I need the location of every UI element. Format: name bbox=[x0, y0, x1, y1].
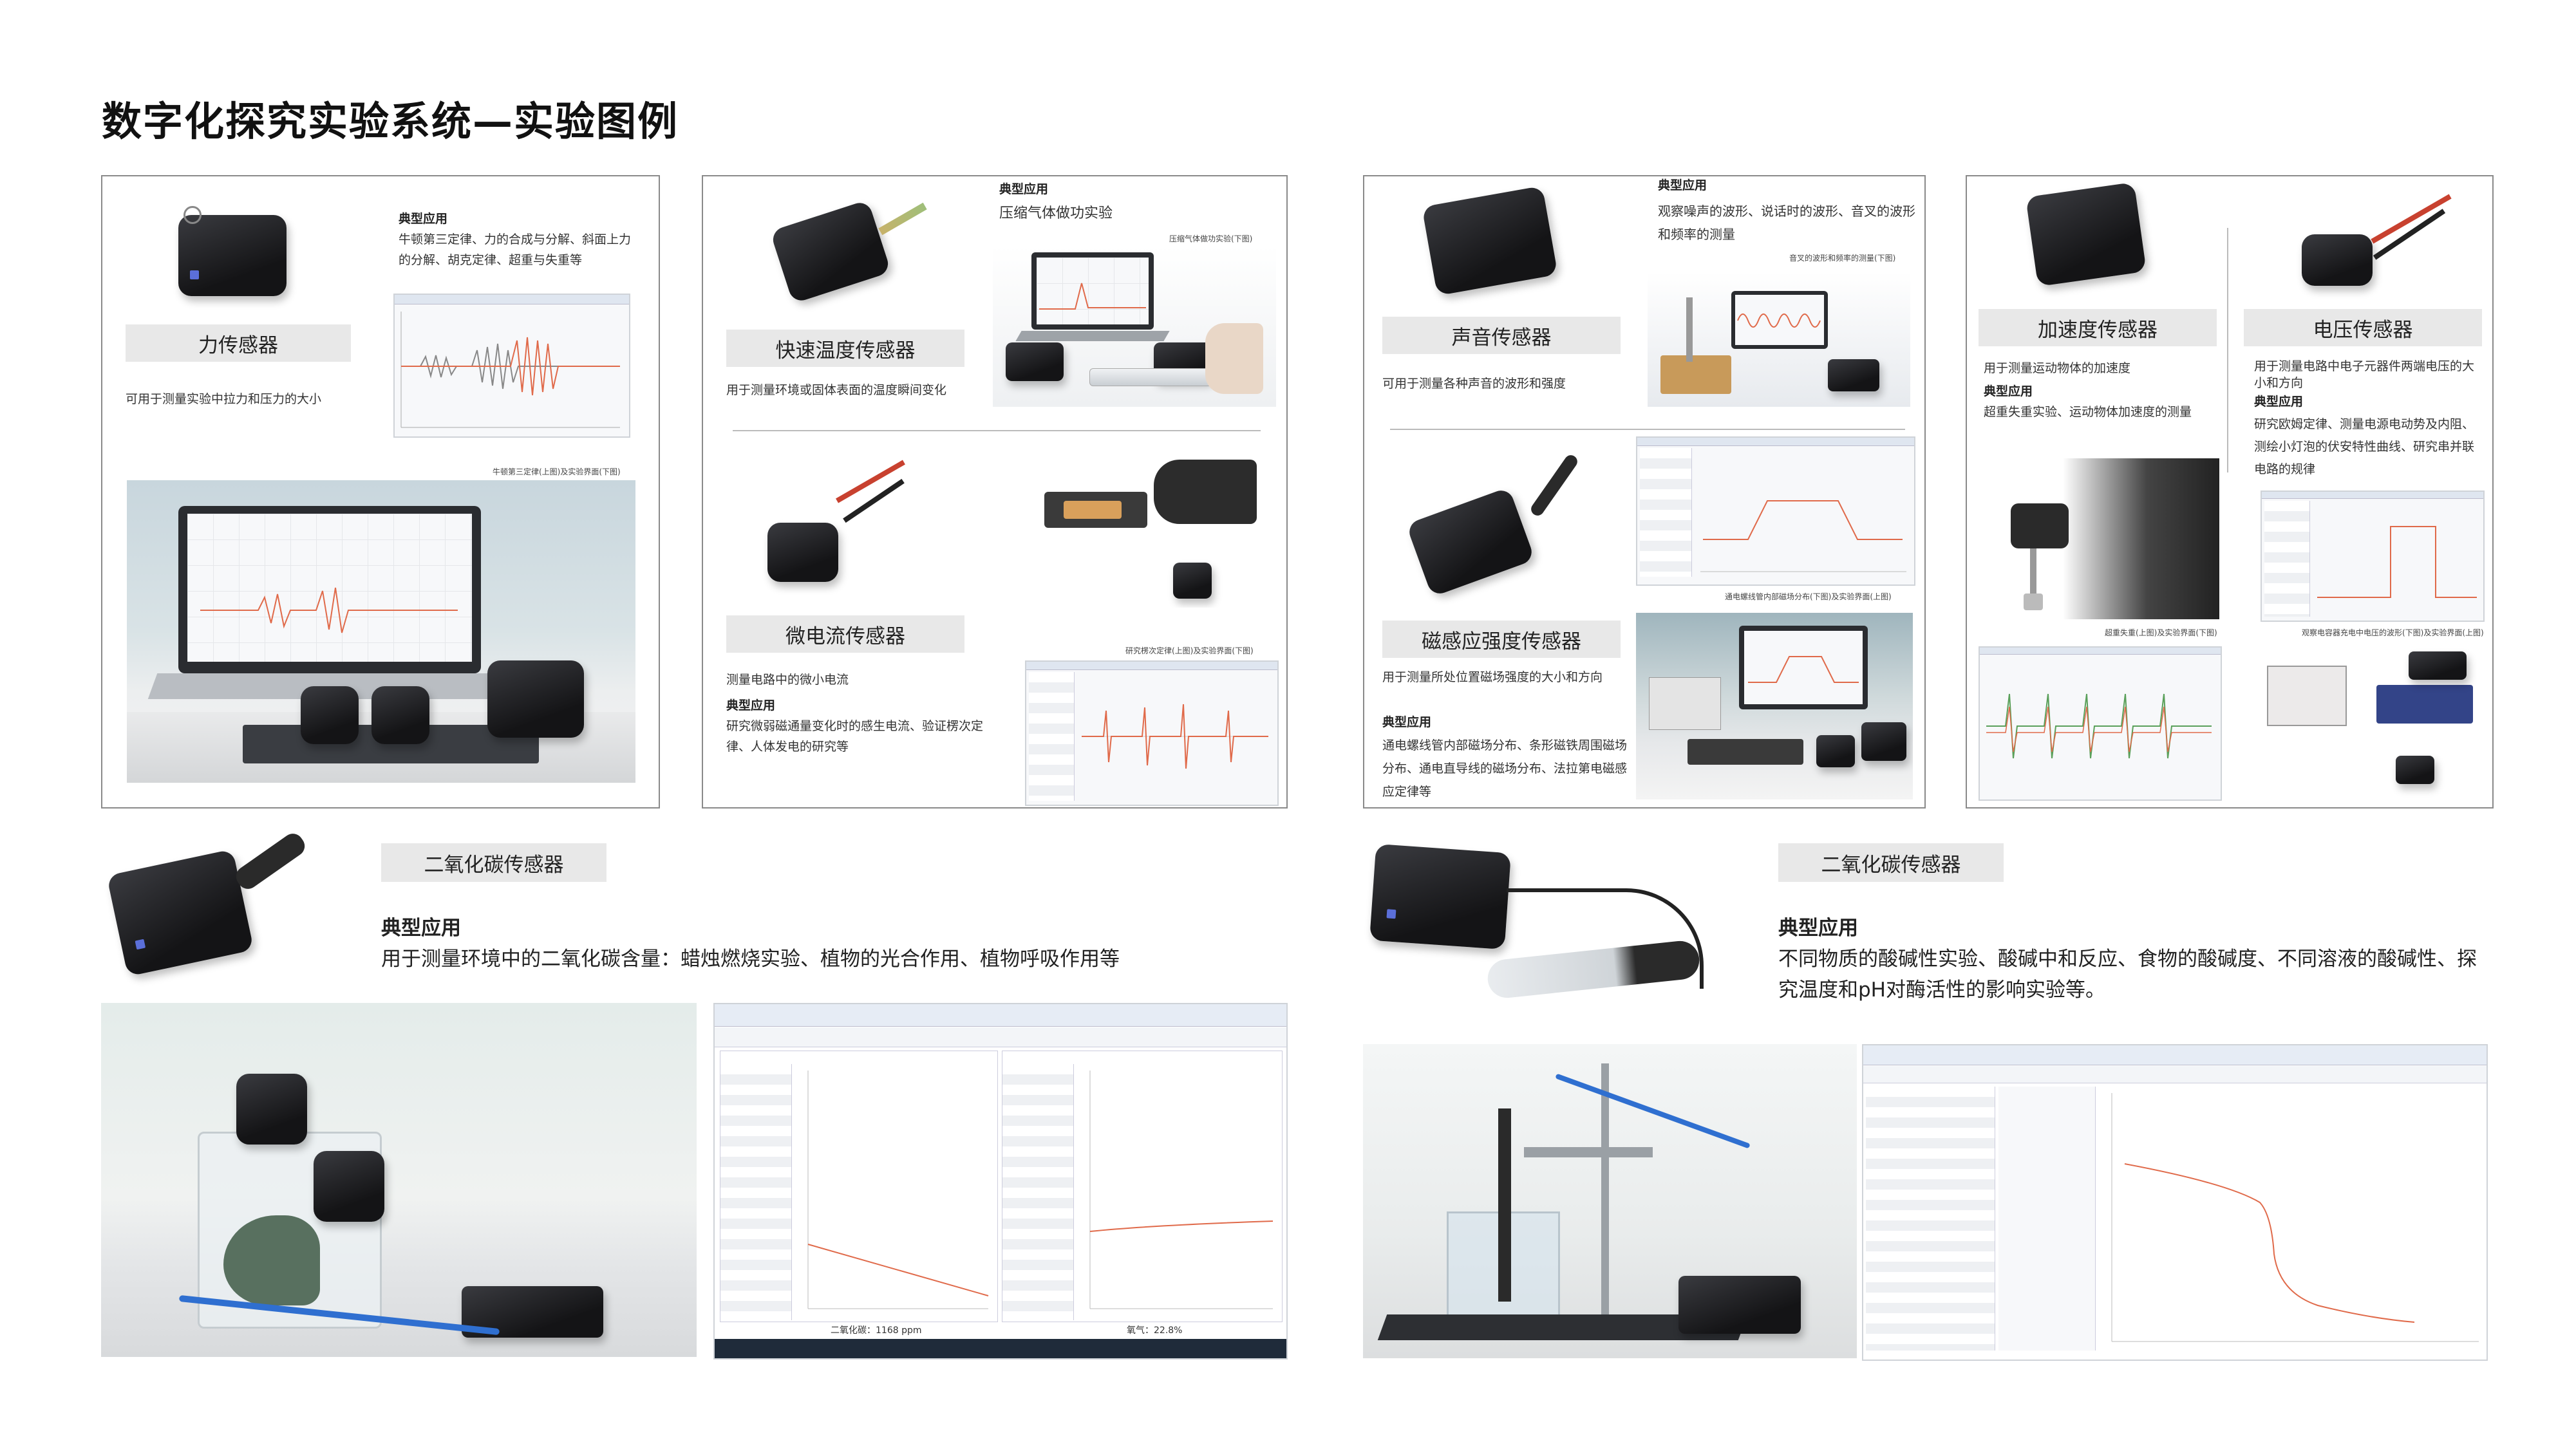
magnetic-sensor-device bbox=[1406, 487, 1536, 597]
acceleration-sensor-description: 用于测量运动物体的加速度 bbox=[1984, 361, 2131, 375]
co2-right-label: 二氧化碳传感器 bbox=[1778, 843, 2004, 882]
current-sensor-label: 微电流传感器 bbox=[726, 615, 964, 653]
capacitor-experiment-photo bbox=[2261, 646, 2486, 798]
co2-sensor-device bbox=[106, 848, 254, 977]
page-title: 数字化探究实验系统—实验图例 bbox=[102, 98, 679, 145]
column-divider bbox=[2227, 228, 2228, 472]
current-sensor-description: 测量电路中的微小电流 bbox=[726, 673, 849, 687]
panel-temperature-current: 典型应用 压缩气体做功实验 压缩气体做功实验(下图) 快速温度传感器 用于测量环… bbox=[702, 175, 1288, 809]
sound-sensor-device bbox=[1422, 185, 1558, 296]
sensor-description: 可用于测量实验中拉力和压力的大小 bbox=[126, 392, 322, 406]
temperature-probe bbox=[878, 202, 927, 236]
typical-heading: 典型应用 bbox=[999, 182, 1049, 196]
force-waveform bbox=[400, 312, 620, 428]
current-probe-wires bbox=[836, 460, 905, 503]
typical-text-a: 超重失重实验、运动物体加速度的测量 bbox=[1984, 405, 2192, 419]
divider bbox=[733, 430, 1261, 431]
voltage-sensor-device bbox=[2302, 234, 2373, 286]
current-software-chart bbox=[1025, 660, 1279, 806]
figure-caption-b: 研究楞次定律(上图)及实验界面(下图) bbox=[1125, 646, 1254, 655]
tuning-fork-photo bbox=[1648, 272, 1910, 407]
co2-right-typical-heading: 典型应用 bbox=[1778, 917, 1858, 940]
temperature-sensor-device bbox=[769, 200, 892, 304]
co2-left-label: 二氧化碳传感器 bbox=[381, 843, 606, 882]
magnetic-probe bbox=[1528, 453, 1580, 518]
panel-sound-magnetic: 典型应用 观察噪声的波形、说话时的波形、音叉的波形和频率的测量 音叉的波形和频率… bbox=[1363, 175, 1926, 809]
typical-heading: 典型应用 bbox=[399, 212, 448, 226]
typical-heading: 典型应用 bbox=[1658, 178, 1707, 192]
acceleration-sensor-label: 加速度传感器 bbox=[1979, 309, 2217, 346]
magnetic-software-chart bbox=[1636, 436, 1915, 586]
typical-heading-b: 典型应用 bbox=[1382, 715, 1432, 729]
typical-heading-b: 典型应用 bbox=[2254, 395, 2304, 409]
lenz-law-experiment-photo bbox=[1025, 447, 1270, 608]
typical-text-b: 通电螺线管内部磁场分布、条形磁铁周围磁场分布、通电直导线的磁场分布、法拉第电磁感… bbox=[1382, 738, 1628, 799]
sensor-label: 力传感器 bbox=[126, 324, 351, 362]
co2-software-window: 二氧化碳：1168 ppm 氧气：22.8% bbox=[713, 1003, 1288, 1360]
ph-software-window bbox=[1862, 1044, 2488, 1361]
temperature-sensor-label: 快速温度传感器 bbox=[726, 330, 964, 367]
typical-heading-a: 典型应用 bbox=[1984, 384, 2033, 398]
typical-text-b: 研究微弱磁通量变化时的感生电流、验证楞次定律、人体发电的研究等 bbox=[726, 719, 984, 754]
figure-caption-top: 压缩气体做功实验(下图) bbox=[1169, 234, 1253, 243]
figure-caption-a: 超重失重(上图)及实验界面(下图) bbox=[2105, 628, 2217, 637]
current-probe-wires-black bbox=[843, 478, 905, 523]
co2-sensor-probe bbox=[232, 829, 309, 893]
voltage-software-chart bbox=[2261, 491, 2485, 622]
sound-sensor-label: 声音传感器 bbox=[1382, 317, 1621, 354]
force-experiment-photo bbox=[127, 480, 635, 783]
o2-readout: 氧气：22.8% bbox=[1127, 1325, 1183, 1336]
typical-text: 牛顿第三定律、力的合成与分解、斜面上力的分解、胡克定律、超重与失重等 bbox=[399, 232, 632, 267]
taskbar bbox=[715, 1339, 1286, 1358]
sound-sensor-description: 可用于测量各种声音的波形和强度 bbox=[1382, 377, 1566, 391]
figure-caption: 牛顿第三定律(上图)及实验界面(下图) bbox=[493, 467, 621, 476]
current-sensor-device bbox=[767, 523, 838, 582]
acceleration-sensor-device bbox=[2026, 182, 2147, 287]
co2-left-typical-heading: 典型应用 bbox=[381, 917, 461, 940]
magnetic-sensor-description: 用于测量所处位置磁场强度的大小和方向 bbox=[1382, 670, 1603, 684]
divider bbox=[1390, 429, 1905, 430]
temperature-sensor-description: 用于测量环境或固体表面的温度瞬间变化 bbox=[726, 383, 947, 397]
panel-acceleration-voltage: 加速度传感器 用于测量运动物体的加速度 典型应用 超重失重实验、运动物体加速度的… bbox=[1966, 175, 2494, 809]
figure-caption-mid: 通电螺线管内部磁场分布(下图)及实验界面(上图) bbox=[1725, 592, 1892, 601]
panel-force-sensor: 典型应用 牛顿第三定律、力的合成与分解、斜面上力的分解、胡克定律、超重与失重等 … bbox=[101, 175, 660, 809]
voltage-probe-red bbox=[2371, 194, 2452, 244]
figure-caption-top: 音叉的波形和频率的测量(下图) bbox=[1789, 254, 1896, 263]
voltage-sensor-description: 用于测量电路中电子元器件两端电压的大小和方向 bbox=[2254, 359, 2475, 390]
voltage-sensor-label: 电压传感器 bbox=[2244, 309, 2482, 346]
co2-readout: 二氧化碳：1168 ppm bbox=[831, 1325, 922, 1336]
co2-right-typical-text: 不同物质的酸碱性实验、酸碱中和反应、食物的酸碱度、不同溶液的酸碱性、探究温度和p… bbox=[1778, 948, 2477, 1002]
typical-text: 压缩气体做功实验 bbox=[999, 205, 1113, 221]
sensor-hook bbox=[183, 206, 202, 224]
ph-sensor-device bbox=[1369, 843, 1511, 950]
experiment-software-chart bbox=[393, 294, 630, 438]
typical-text-b: 研究欧姆定律、测量电源电动势及内阻、测绘小灯泡的伏安特性曲线、研究串并联电路的规… bbox=[2254, 417, 2475, 476]
compressed-gas-experiment-photo bbox=[993, 246, 1276, 407]
magnetic-experiment-photo bbox=[1636, 613, 1913, 799]
typical-heading-b: 典型应用 bbox=[726, 698, 776, 713]
figure-caption-b: 观察电容器充电中电压的波形(下图)及实验界面(上图) bbox=[2302, 628, 2484, 637]
force-sensor-device bbox=[178, 215, 287, 296]
ph-titration-curve bbox=[2111, 1093, 2479, 1342]
weightlessness-experiment-photo bbox=[1979, 458, 2219, 619]
magnetic-sensor-label: 磁感应强度传感器 bbox=[1382, 621, 1621, 658]
ph-titration-photo bbox=[1363, 1044, 1857, 1358]
co2-left-typical-text: 用于测量环境中的二氧化碳含量：蜡烛燃烧实验、植物的光合作用、植物呼吸作用等 bbox=[381, 948, 1120, 971]
typical-text: 观察噪声的波形、说话时的波形、音叉的波形和频率的测量 bbox=[1658, 203, 1915, 242]
co2-plant-experiment-photo bbox=[101, 1003, 697, 1357]
acceleration-software-chart bbox=[1979, 646, 2222, 801]
